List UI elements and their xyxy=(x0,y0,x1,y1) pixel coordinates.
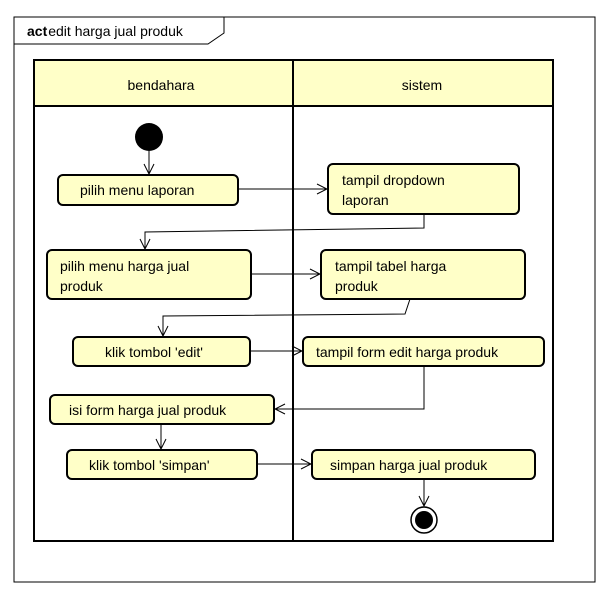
action-pilih-menu-harga-jual-produk: pilih menu harga jual produk xyxy=(46,249,252,300)
action-tampil-dropdown-laporan: tampil dropdown laporan xyxy=(327,163,520,215)
action-label-line-1: tampil dropdown xyxy=(342,172,445,188)
action-label: isi form harga jual produk xyxy=(69,402,227,418)
action-klik-tombol-edit: klik tombol 'edit' xyxy=(72,336,251,367)
action-label-line-2: produk xyxy=(335,278,379,294)
action-label-line-2: produk xyxy=(60,278,104,294)
action-label: tampil form edit harga produk xyxy=(316,344,499,360)
action-tampil-form-edit-harga-produk: tampil form edit harga produk xyxy=(302,336,545,367)
action-tampil-tabel-harga-produk: tampil tabel harga produk xyxy=(320,249,526,300)
frame-title-tab xyxy=(13,16,225,45)
frame-title: actedit harga jual produk xyxy=(27,23,184,39)
final-node xyxy=(410,506,438,534)
action-label-line-1: tampil tabel harga xyxy=(335,258,447,274)
action-label: klik tombol 'edit' xyxy=(105,344,203,360)
action-label: pilih menu laporan xyxy=(80,182,194,198)
flow-tampil-form-to-isi-form xyxy=(275,366,425,409)
action-simpan-harga-jual-produk: simpan harga jual produk xyxy=(311,449,536,480)
frame-keyword: act xyxy=(27,23,48,39)
lane-title-sistem: sistem xyxy=(402,77,442,93)
flow-tampil-tabel-to-klik-edit xyxy=(163,298,411,336)
flow-tampil-dropdown-to-pilih-menu-harga xyxy=(145,214,425,249)
lane-header-bendahara xyxy=(33,59,294,107)
action-label: simpan harga jual produk xyxy=(330,457,488,473)
lane-header-sistem xyxy=(292,59,554,107)
action-pilih-menu-laporan: pilih menu laporan xyxy=(57,174,239,206)
action-label-line-2: laporan xyxy=(342,192,389,208)
action-isi-form-harga-jual-produk: isi form harga jual produk xyxy=(49,394,275,425)
lane-title-bendahara: bendahara xyxy=(128,77,195,93)
action-label-line-1: pilih menu harga jual xyxy=(60,258,189,274)
action-label: klik tombol 'simpan' xyxy=(89,457,210,473)
initial-node xyxy=(135,123,163,151)
frame-title-text: edit harga jual produk xyxy=(48,23,184,39)
action-klik-tombol-simpan: klik tombol 'simpan' xyxy=(66,449,258,480)
